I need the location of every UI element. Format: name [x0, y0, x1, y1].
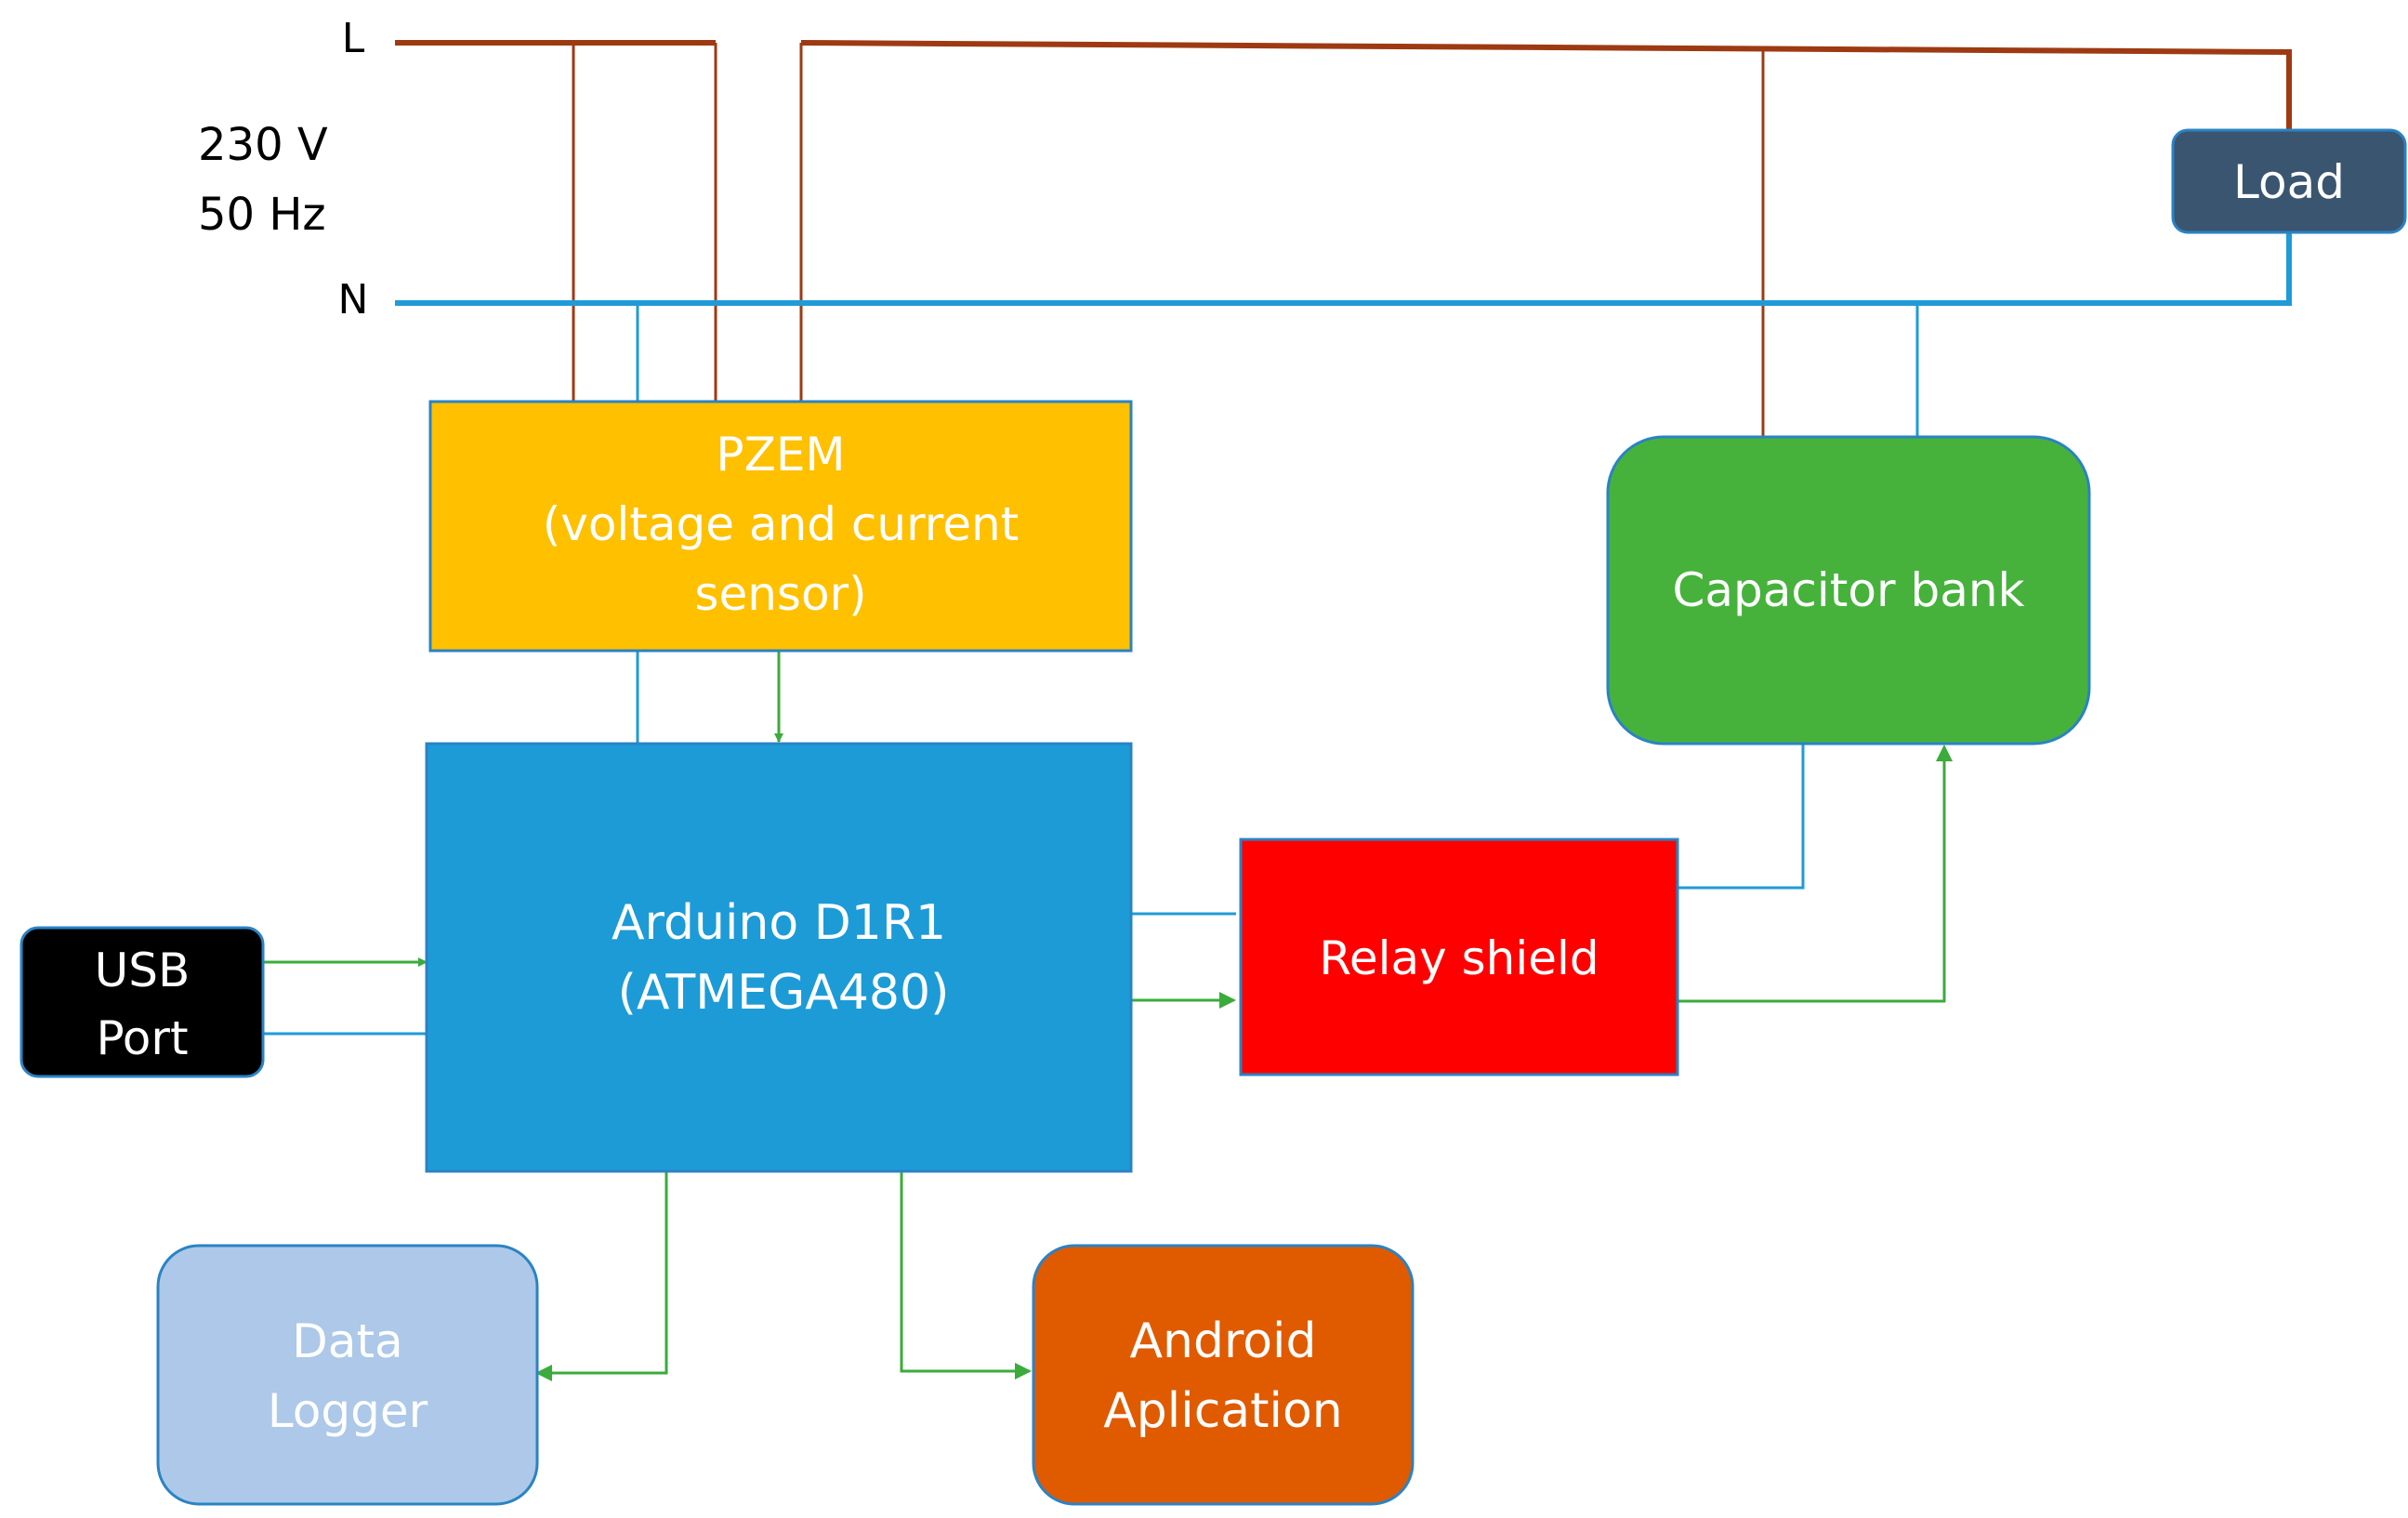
- voltage-label: 230 V: [198, 119, 328, 171]
- arduino-block: Arduino D1R1 (ATMEGA480): [425, 742, 1133, 1173]
- relay-shield-label: Relay shield: [1319, 931, 1599, 985]
- usb-port-line2: Port: [96, 1011, 188, 1065]
- load-block: Load: [2171, 128, 2407, 234]
- android-app-line2: Aplication: [1103, 1383, 1343, 1439]
- arduino-to-logger-signal: [535, 1160, 770, 1381]
- neutral-wire: [395, 232, 2292, 306]
- frequency-label: 50 Hz: [198, 189, 326, 241]
- pzem-title: PZEM: [716, 428, 845, 482]
- neutral-label: N: [338, 276, 369, 323]
- line-label: L: [342, 15, 365, 62]
- data-logger-line2: Logger: [268, 1384, 428, 1438]
- arduino-title: Arduino D1R1: [612, 895, 946, 951]
- usb-port-block: USB Port: [20, 926, 265, 1078]
- usb-port-line1: USB: [95, 944, 191, 997]
- line-wire-group: [395, 40, 2292, 437]
- pzem-desc-line1: (voltage and current: [543, 497, 1020, 551]
- neutral-wire-group: [263, 232, 2292, 1036]
- data-logger-line1: Data: [292, 1314, 402, 1368]
- relay-capacitor-link: [1678, 744, 1805, 890]
- pzem-block: PZEM (voltage and current sensor): [428, 400, 1133, 653]
- relay-shield-block: Relay shield: [1239, 838, 1679, 1076]
- line-wire-to-load: [800, 40, 2292, 130]
- android-app-line1: Android: [1129, 1313, 1316, 1369]
- pzem-desc-line2: sensor): [694, 567, 866, 621]
- capacitor-bank-block: Capacitor bank: [1606, 435, 2091, 746]
- arduino-chip: (ATMEGA480): [618, 965, 950, 1021]
- data-logger-block: Data Logger: [156, 1244, 539, 1506]
- load-label: Load: [2233, 155, 2345, 209]
- arduino-to-android-signal: [770, 1165, 1032, 1379]
- relay-to-capacitor-signal: [1678, 745, 1953, 1003]
- capacitor-bank-label: Capacitor bank: [1673, 563, 2025, 617]
- android-app-block: Android Aplication: [1032, 1244, 1415, 1506]
